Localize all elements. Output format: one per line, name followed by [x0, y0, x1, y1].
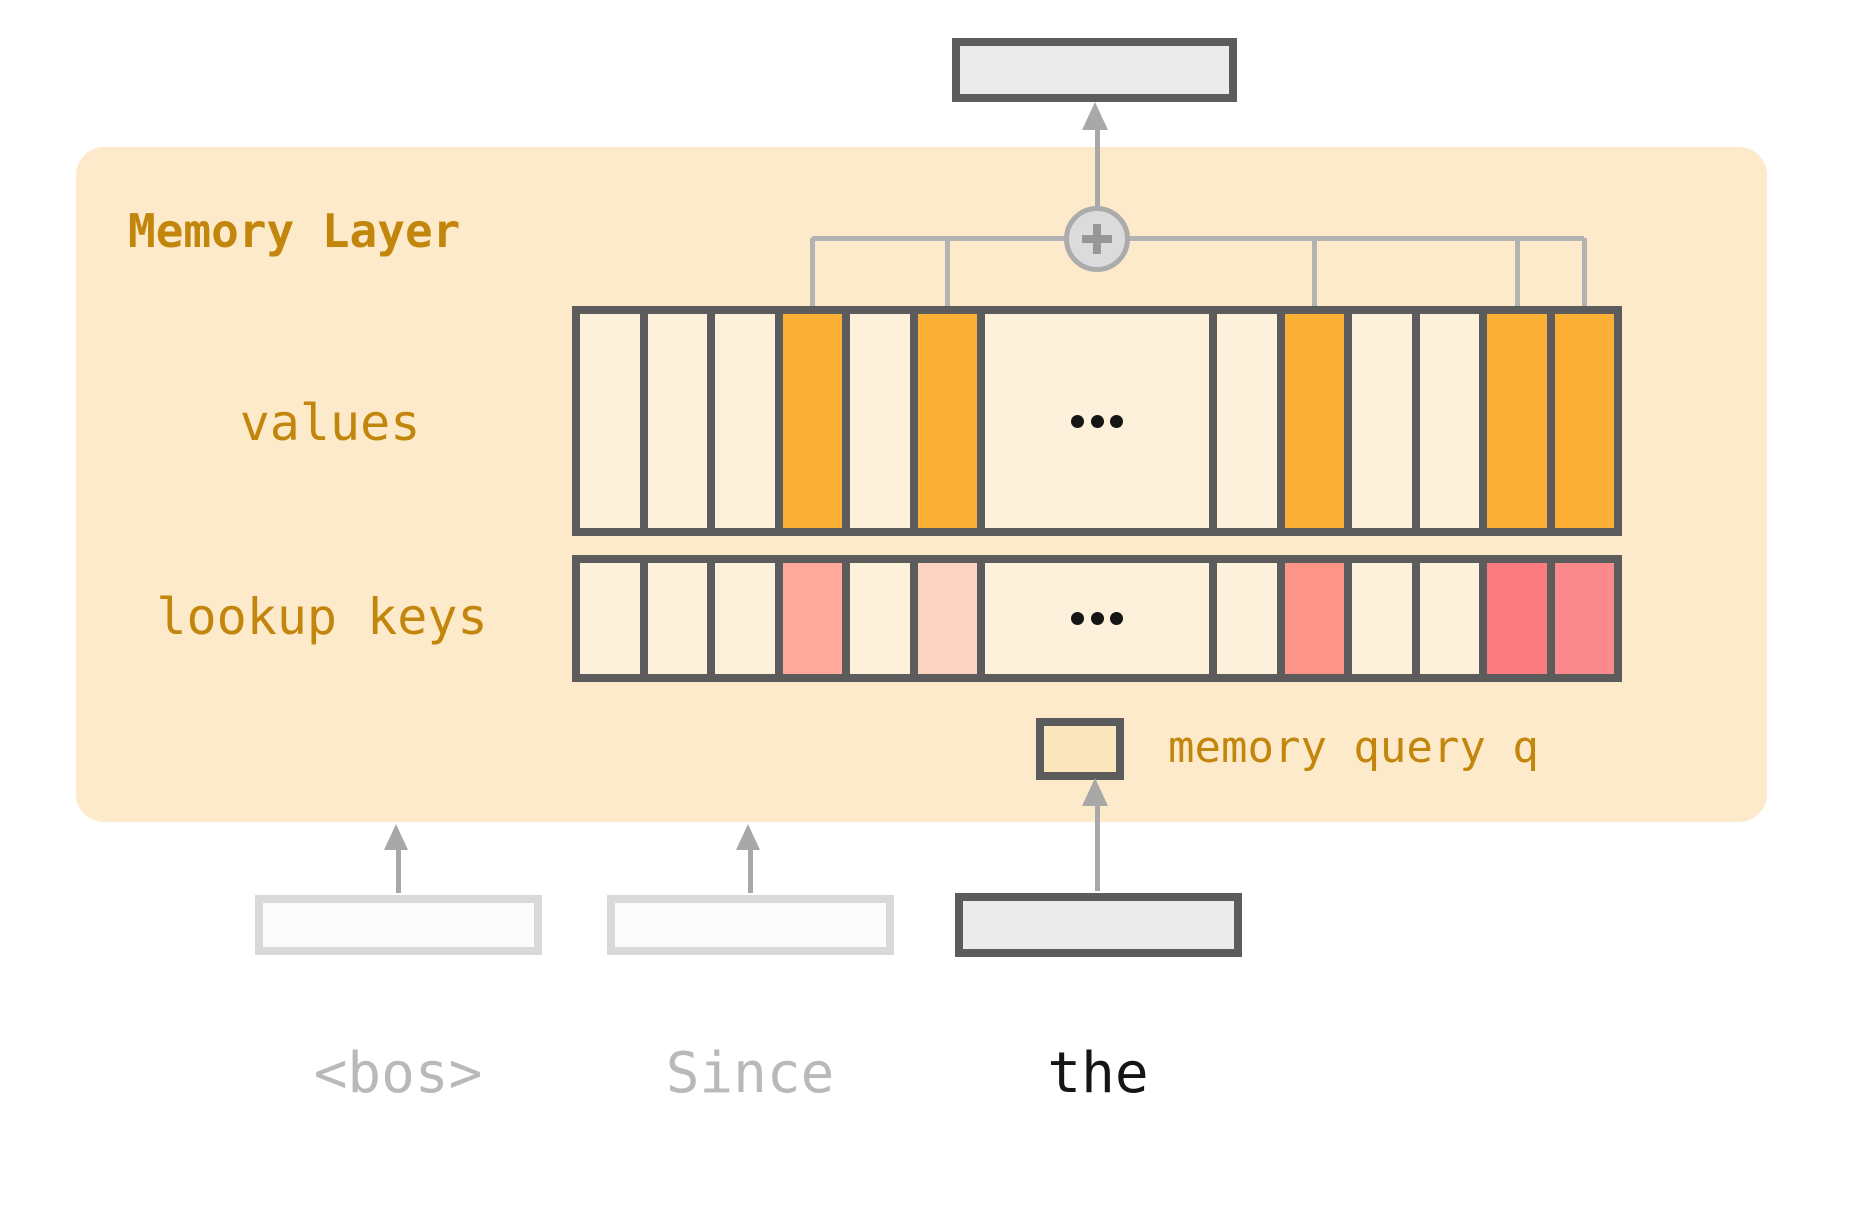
token-arrow-line: [396, 848, 401, 893]
memory-cell-highlighted: [1284, 563, 1344, 674]
token-label-active: the: [1047, 1041, 1149, 1106]
connector-stub: [810, 238, 815, 312]
memory-cell-highlighted: [782, 314, 842, 528]
memory-cell-highlighted: [917, 563, 977, 674]
token-embedding-box: [255, 895, 542, 955]
memory-cell: [1217, 314, 1277, 528]
ellipsis-dot: [1090, 612, 1104, 625]
memory-cell-highlighted: [917, 314, 977, 528]
memory-cell: [1419, 314, 1479, 528]
memory-layer-title: Memory Layer: [128, 204, 461, 258]
output-embedding-box: [952, 38, 1237, 102]
connector-stub: [1582, 238, 1587, 312]
memory-cell: [850, 314, 910, 528]
connector-stub: [945, 238, 950, 312]
query-arrow-line: [1095, 802, 1100, 891]
lookup-keys-label: lookup keys: [156, 588, 488, 646]
memory-cell-highlighted: [1284, 314, 1344, 528]
memory-cell: [1419, 563, 1479, 674]
token-label: <bos>: [313, 1041, 483, 1106]
plus-icon-bar: [1093, 224, 1101, 254]
memory-cell-highlighted: [1487, 314, 1547, 528]
memory-cell-highlighted: [1554, 563, 1614, 674]
memory-cell-highlighted: [1554, 314, 1614, 528]
memory-query-label: memory query q: [1168, 722, 1539, 773]
ellipsis-dot: [1071, 612, 1084, 625]
token-label: Since: [665, 1041, 835, 1106]
memory-cell: [715, 314, 775, 528]
connector-stub: [1312, 238, 1317, 312]
token-embedding-box: [607, 895, 894, 955]
memory-cell-highlighted: [1487, 563, 1547, 674]
memory-cell: [715, 563, 775, 674]
ellipsis: [985, 563, 1209, 674]
ellipsis-dot: [1110, 612, 1123, 625]
memory-cell: [1352, 314, 1412, 528]
values-label: values: [239, 394, 421, 452]
memory-cell: [1217, 563, 1277, 674]
ellipsis-dot: [1090, 414, 1104, 428]
values-row: [572, 306, 1622, 536]
ellipsis-dot: [1071, 414, 1084, 428]
memory-cell: [580, 314, 640, 528]
memory-cell: [647, 314, 707, 528]
token-arrow-up-icon: [736, 824, 760, 850]
memory-query-box: [1036, 718, 1124, 780]
output-arrow-up-icon: [1082, 102, 1108, 130]
memory-cell: [580, 563, 640, 674]
token-arrow-up-icon: [384, 824, 408, 850]
memory-cell-highlighted: [782, 563, 842, 674]
ellipsis-dot: [1110, 414, 1123, 428]
connector-line: [812, 236, 1584, 241]
memory-cell: [850, 563, 910, 674]
lookup-keys-row: [572, 555, 1622, 682]
token-arrow-line: [748, 848, 753, 893]
output-arrow-line: [1095, 130, 1100, 206]
memory-cell: [647, 563, 707, 674]
connector-stub: [1515, 238, 1520, 312]
memory-cell: [1352, 563, 1412, 674]
plus-icon: [1064, 206, 1130, 272]
query-arrow-up-icon: [1082, 778, 1108, 806]
token-embedding-box-active: [955, 893, 1242, 957]
ellipsis: [985, 314, 1209, 528]
